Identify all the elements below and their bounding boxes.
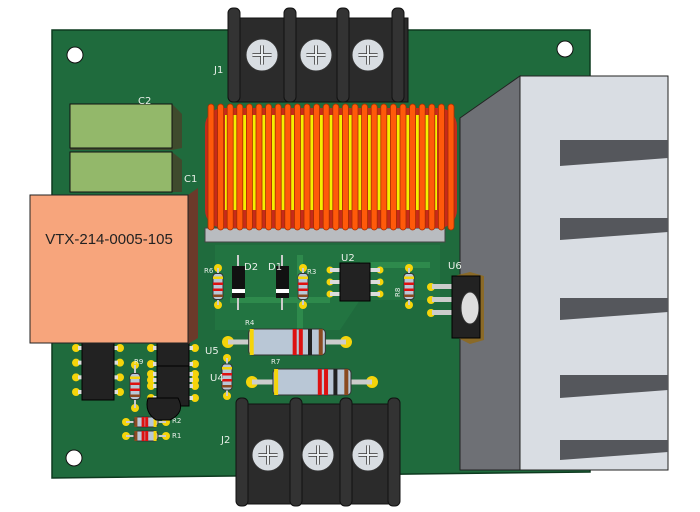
terminal-block-j1: J1 <box>213 7 409 103</box>
diode-d2: D2 <box>232 255 258 310</box>
coil-winding <box>274 103 282 231</box>
coil-winding <box>447 103 455 231</box>
coil-winding <box>399 103 407 231</box>
coil-winding <box>351 103 359 231</box>
capacitor-c1: C1 <box>69 151 197 193</box>
toroid-inductor <box>204 103 457 243</box>
mounting-hole <box>65 449 83 467</box>
resistor <box>297 264 309 309</box>
coil-winding <box>303 103 311 231</box>
terminal-block-j2: J2 <box>220 397 401 507</box>
label-r3: R3 <box>307 268 316 276</box>
label-u4: U4 <box>210 373 224 384</box>
label-u6: U6 <box>448 261 462 272</box>
screw-icon <box>351 438 385 472</box>
label-r9: R9 <box>134 358 143 366</box>
label-r7: R7 <box>271 358 280 366</box>
label-r8: R8 <box>394 288 402 297</box>
coil-winding <box>322 103 330 231</box>
label-r4: R4 <box>245 319 255 327</box>
screw-icon <box>301 438 335 472</box>
coil-winding <box>255 103 263 231</box>
coil-winding <box>370 103 378 231</box>
screw-icon <box>299 38 333 72</box>
screw-icon <box>245 38 279 72</box>
coil-winding <box>380 103 388 231</box>
transformer-part-number: VTX-214-0005-105 <box>45 231 173 248</box>
heatsink-fin-gap <box>560 440 668 460</box>
mounting-hole <box>66 46 84 64</box>
heatsink-fin-gap <box>560 375 668 398</box>
coil-winding <box>332 103 340 231</box>
coil-winding <box>293 103 301 231</box>
heatsink-fin-gap <box>560 298 668 320</box>
resistor <box>222 328 352 356</box>
coil-winding <box>284 103 292 231</box>
regulator-u6: U6 <box>427 261 484 344</box>
label-d2: D2 <box>244 262 258 273</box>
label-d1: D1 <box>268 262 282 273</box>
coil-winding <box>217 103 225 231</box>
coil-winding <box>361 103 369 231</box>
coil-winding <box>341 103 349 231</box>
resistor <box>403 264 415 309</box>
coil-winding <box>418 103 426 231</box>
label-r2: R2 <box>172 417 181 425</box>
diode-d1: D1 <box>268 255 289 310</box>
transformer: VTX-214-0005-105 <box>29 188 198 344</box>
heatsink <box>459 75 669 471</box>
coil-winding <box>245 103 253 231</box>
label-j1: J1 <box>213 65 223 76</box>
mounting-hole <box>556 40 574 58</box>
coil-winding <box>389 103 397 231</box>
resistor <box>122 416 170 428</box>
resistor <box>122 430 170 442</box>
resistor <box>246 368 378 396</box>
coil-winding <box>207 103 215 231</box>
coil-winding <box>409 103 417 231</box>
screw-icon <box>251 438 285 472</box>
ic-dip <box>72 339 124 401</box>
coil-winding <box>437 103 445 231</box>
label-r6: R6 <box>204 267 214 275</box>
label-c2: C2 <box>138 96 151 107</box>
resistor <box>129 361 141 412</box>
label-r1: R1 <box>172 432 181 440</box>
heatsink-fin-gap <box>560 140 668 166</box>
label-u2: U2 <box>341 253 355 264</box>
capacitor-c2: C2 <box>69 96 182 150</box>
coil-winding <box>428 103 436 231</box>
coil-winding <box>236 103 244 231</box>
screw-icon <box>351 38 385 72</box>
resistor <box>221 354 233 400</box>
heatsink-fin-gap <box>560 218 668 240</box>
label-j2: J2 <box>220 435 230 446</box>
label-c1: C1 <box>184 174 197 185</box>
coil-winding <box>313 103 321 231</box>
resistor <box>212 264 224 309</box>
ic-u2: U2 <box>326 253 384 302</box>
transistor <box>146 397 182 421</box>
coil-winding <box>265 103 273 231</box>
coil-winding <box>226 103 234 231</box>
label-u5: U5 <box>205 346 219 357</box>
